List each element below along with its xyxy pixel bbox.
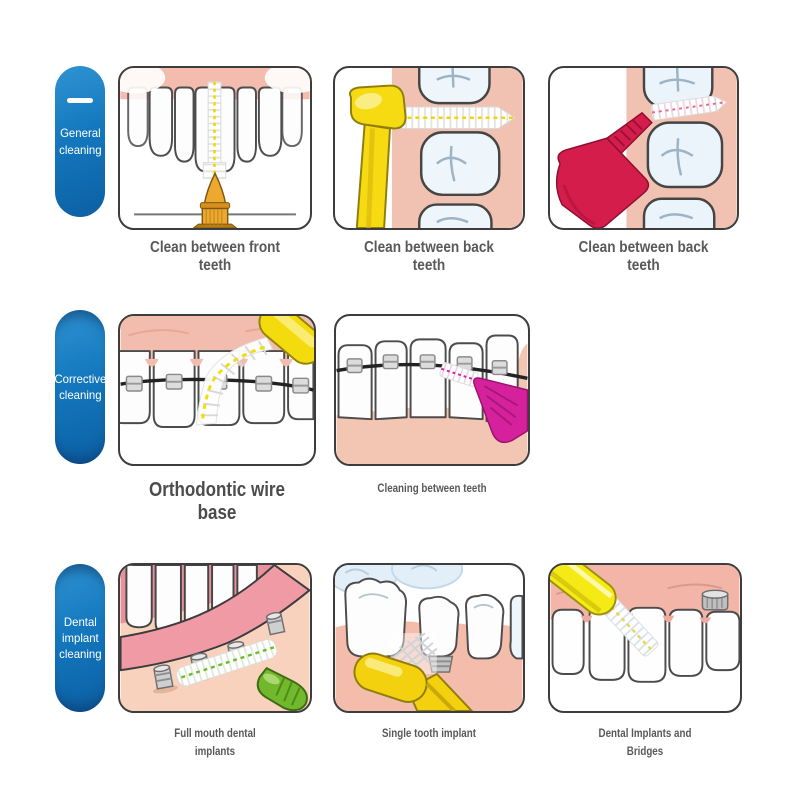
teeth-row bbox=[551, 604, 740, 683]
molar-cusps bbox=[658, 68, 696, 220]
brush-handle-yellow bbox=[353, 652, 474, 711]
panel-clean-front-teeth: Clean between front teeth bbox=[118, 66, 312, 275]
braces-lower-brush-illustration bbox=[336, 334, 528, 464]
panel-caption: Full mouth dental implants bbox=[174, 728, 256, 758]
brush-handle-yellow bbox=[349, 84, 407, 228]
illustration-frame bbox=[118, 563, 312, 713]
molar-cusps bbox=[436, 68, 471, 224]
brush-bristles-fan bbox=[196, 336, 274, 426]
illustration-frame bbox=[334, 314, 530, 466]
badge-corrective-cleaning: Corrective cleaning bbox=[54, 310, 106, 464]
brush-handle-yellow bbox=[550, 565, 617, 616]
panel-caption: Dental Implants and Bridges bbox=[598, 728, 692, 758]
illustration-frame bbox=[333, 563, 525, 713]
full-mouth-implant-brush-illustration bbox=[120, 565, 310, 711]
single-implant-brush-illustration bbox=[335, 565, 523, 711]
badge-general-cleaning: General cleaning bbox=[55, 66, 105, 217]
panel-caption: Orthodontic wire base bbox=[149, 479, 285, 524]
brush-bristles bbox=[176, 638, 278, 687]
panel-caption: Clean between front teeth bbox=[150, 239, 280, 274]
molars bbox=[642, 68, 724, 228]
badge-label: Dental implant cleaning bbox=[58, 614, 102, 662]
badge-dental-implant-cleaning: Dental implant cleaning bbox=[55, 564, 105, 712]
implant-bridge-brush-illustration bbox=[550, 565, 740, 683]
panel-orthodontic-wire: Orthodontic wire base bbox=[118, 314, 316, 525]
illustration-frame bbox=[118, 66, 312, 230]
brush-bristles bbox=[202, 81, 227, 179]
panel-caption: Cleaning between teeth bbox=[377, 483, 487, 495]
braces-upper-brush-illustration bbox=[120, 316, 314, 428]
front-teeth-brush-illustration bbox=[120, 68, 310, 228]
panel-caption: Single tooth implant bbox=[382, 728, 476, 740]
panel-caption: Clean between back teeth bbox=[578, 239, 709, 274]
panel-clean-back-teeth-2: Clean between back teeth bbox=[548, 66, 739, 275]
denture-flange bbox=[120, 565, 310, 672]
badge-label: General cleaning bbox=[58, 126, 102, 157]
back-teeth-red-brush-illustration bbox=[555, 68, 737, 228]
illustration-frame bbox=[548, 563, 742, 713]
brush-handle-yellow bbox=[258, 316, 314, 365]
illustration-frame bbox=[333, 66, 525, 230]
panel-caption: Clean between back teeth bbox=[363, 239, 494, 274]
panel-implants-and-bridges: Dental Implants and Bridges bbox=[548, 563, 742, 762]
panel-single-tooth-implant: Single tooth implant bbox=[333, 563, 525, 744]
lower-gum bbox=[336, 407, 528, 464]
brush-handle-magenta bbox=[473, 377, 528, 444]
illustration-frame bbox=[118, 314, 316, 466]
panel-full-mouth-implants: Full mouth dental implants bbox=[118, 563, 312, 762]
implant-abutment bbox=[428, 655, 454, 673]
brush-handle-red bbox=[555, 111, 653, 228]
brush-bristles bbox=[399, 106, 516, 129]
badge-dash-icon bbox=[67, 98, 93, 103]
brush-handle-orange bbox=[192, 171, 238, 228]
panel-clean-back-teeth-1: Clean between back teeth bbox=[333, 66, 525, 275]
illustration-frame bbox=[548, 66, 739, 230]
implant-cap bbox=[701, 589, 729, 611]
brush-bristles bbox=[650, 95, 728, 121]
gum-papillae bbox=[144, 358, 293, 367]
back-teeth-yellow-brush-illustration bbox=[349, 68, 523, 228]
panel-cleaning-between-teeth: Cleaning between teeth bbox=[334, 314, 530, 495]
badge-label: Corrective cleaning bbox=[54, 371, 106, 402]
brush-handle-green bbox=[256, 666, 308, 711]
